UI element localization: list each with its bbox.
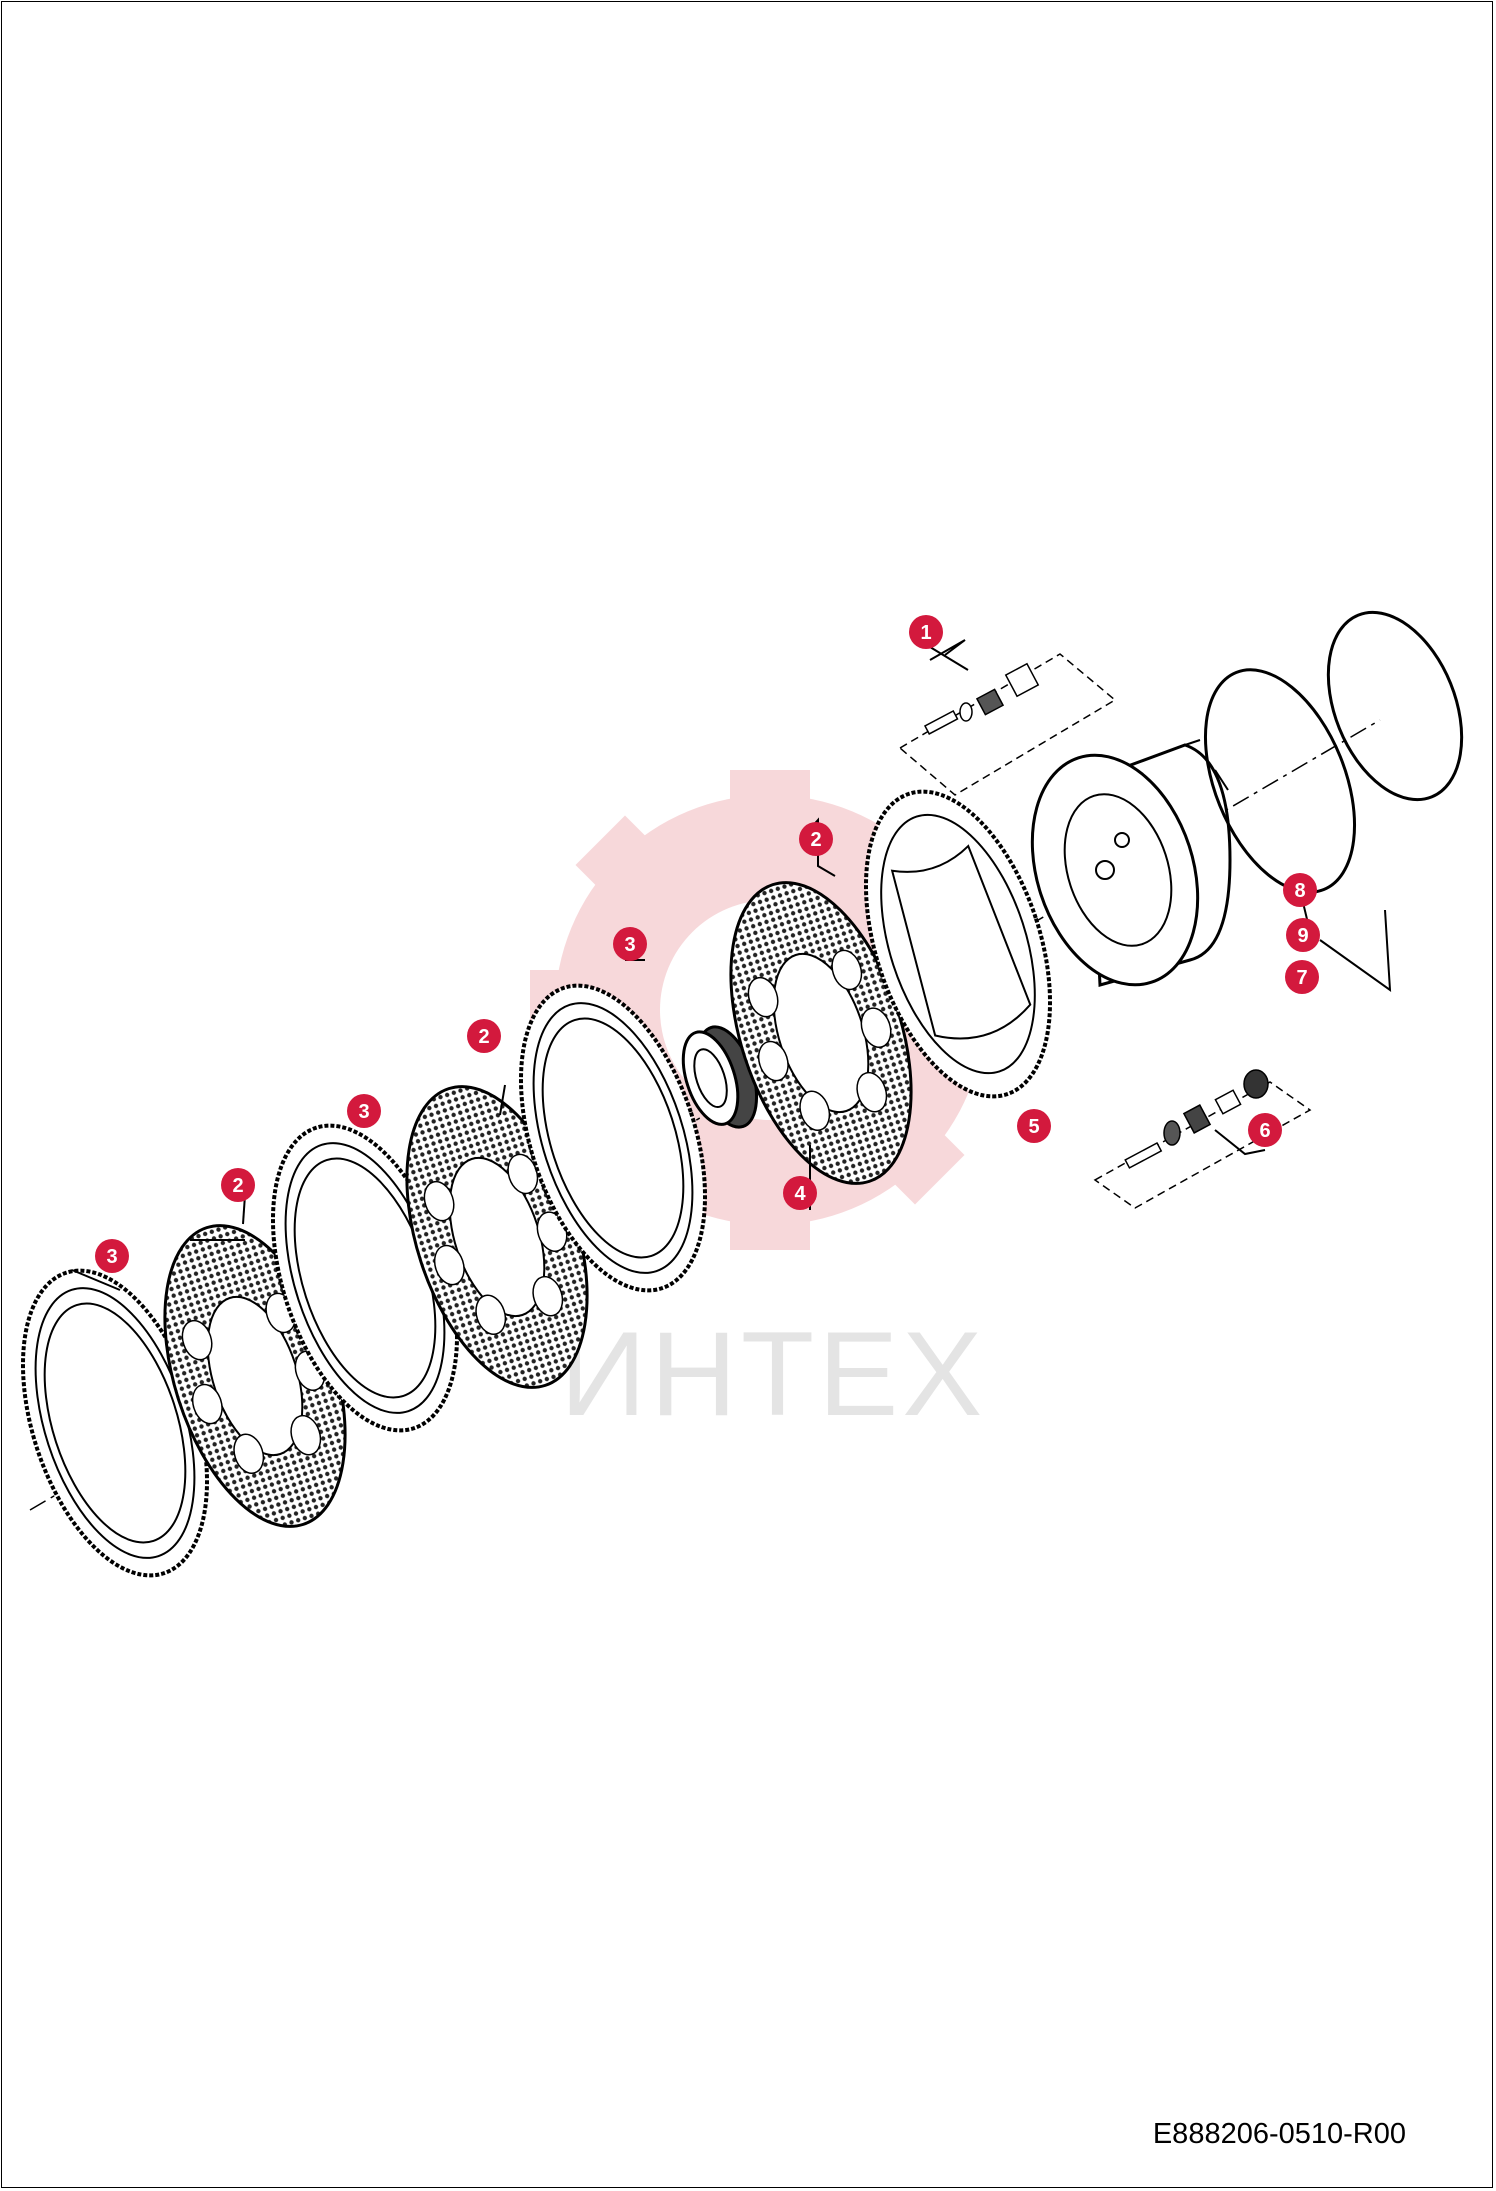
valve-kit-1 — [898, 653, 1117, 796]
callout-3b[interactable]: 3 — [347, 1094, 381, 1128]
svg-text:4: 4 — [794, 1183, 806, 1205]
o-ring-8 — [1203, 668, 1357, 894]
svg-text:2: 2 — [232, 1175, 243, 1197]
piston-housing — [1030, 739, 1232, 987]
pressure-plate-5 — [863, 789, 1053, 1099]
steel-plate-3c — [518, 983, 708, 1293]
svg-text:5: 5 — [1028, 1116, 1039, 1138]
valve-kit-6 — [1093, 1069, 1312, 1209]
watermark-text: ИНТЕХ — [560, 1307, 986, 1441]
callout-7[interactable]: 7 — [1285, 960, 1319, 994]
svg-text:2: 2 — [478, 1026, 489, 1048]
callout-2a[interactable]: 2 — [799, 822, 833, 856]
svg-text:2: 2 — [810, 829, 821, 851]
svg-text:3: 3 — [106, 1246, 117, 1268]
svg-text:6: 6 — [1259, 1120, 1270, 1142]
svg-text:7: 7 — [1296, 967, 1307, 989]
callout-2b[interactable]: 2 — [467, 1019, 501, 1053]
callout-5[interactable]: 5 — [1017, 1109, 1051, 1143]
callout-6[interactable]: 6 — [1248, 1113, 1282, 1147]
svg-text:3: 3 — [358, 1101, 369, 1123]
svg-text:1: 1 — [920, 622, 931, 644]
o-ring-9 — [1326, 610, 1464, 802]
callout-2c[interactable]: 2 — [221, 1168, 255, 1202]
callout-3a[interactable]: 3 — [613, 927, 647, 961]
svg-text:8: 8 — [1294, 880, 1305, 902]
callout-3c[interactable]: 3 — [95, 1239, 129, 1273]
callout-8[interactable]: 8 — [1283, 873, 1317, 907]
callout-9[interactable]: 9 — [1286, 918, 1320, 952]
svg-text:3: 3 — [624, 934, 635, 956]
drawing-code: E888206-0510-R00 — [1152, 2118, 1406, 2150]
callout-4[interactable]: 4 — [783, 1176, 817, 1210]
callout-1[interactable]: 1 — [909, 615, 943, 649]
svg-text:9: 9 — [1297, 925, 1308, 947]
friction-disc-2c — [729, 881, 913, 1185]
